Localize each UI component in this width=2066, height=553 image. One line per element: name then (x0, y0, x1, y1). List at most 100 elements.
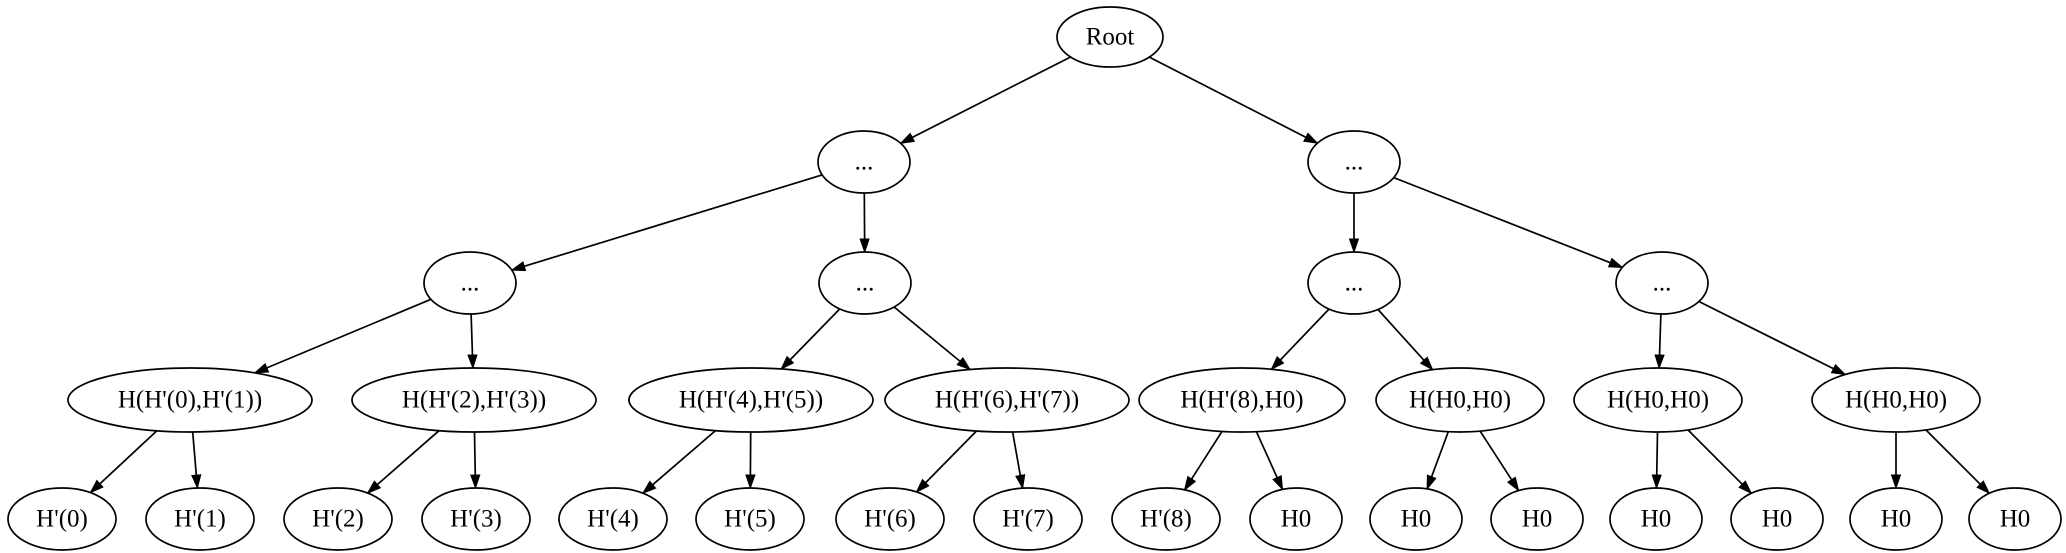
tree-edge-d4-h67 (893, 306, 970, 370)
node-label: H0 (1641, 506, 1672, 533)
node-ellipse (283, 487, 393, 551)
node-label: H'(2) (312, 506, 364, 533)
tree-node-d6: ... (1615, 251, 1709, 315)
tree-node-l1: H'(1) (145, 487, 255, 551)
node-ellipse (421, 487, 531, 551)
tree-edge-root-d1 (901, 56, 1071, 145)
tree-edge-d5-h00a (1377, 308, 1433, 370)
tree-edge-d3-h01 (255, 298, 432, 374)
tree-edge-d3-h23 (471, 313, 473, 368)
tree-edge-h45-l4 (643, 429, 717, 494)
node-label: H(H'(8),H0) (1180, 387, 1303, 414)
tree-edge-d6-h00b (1659, 313, 1661, 368)
node-ellipse (423, 251, 517, 315)
node-ellipse (1609, 487, 1703, 551)
node-ellipse (1730, 487, 1824, 551)
tree-node-l14: H0 (1849, 487, 1943, 551)
node-label: H(H0,H0) (1409, 387, 1511, 414)
tree-node-h23: H(H'(2),H'(3)) (351, 367, 597, 433)
tree-node-l13: H0 (1730, 487, 1824, 551)
tree-node-root: Root (1056, 6, 1164, 68)
node-ellipse (67, 367, 313, 433)
node-ellipse (7, 487, 117, 551)
node-ellipse (973, 487, 1083, 551)
tree-edge-h00b-l13 (1687, 429, 1751, 493)
tree-node-l11: H0 (1490, 487, 1584, 551)
tree-node-l9: H0 (1249, 487, 1343, 551)
node-label: H0 (2000, 506, 2031, 533)
node-ellipse (145, 487, 255, 551)
tree-node-l12: H0 (1609, 487, 1703, 551)
node-ellipse (695, 487, 805, 551)
tree-node-l2: H'(2) (283, 487, 393, 551)
tree-edge-d4-h45 (781, 308, 841, 369)
tree-node-h45: H(H'(4),H'(5)) (628, 367, 874, 433)
node-ellipse (1307, 130, 1401, 194)
tree-node-h67: H(H'(6),H'(7)) (884, 367, 1130, 433)
node-label: H'(1) (174, 506, 226, 533)
tree-node-l10: H0 (1369, 487, 1463, 551)
node-label: ... (1345, 270, 1364, 297)
node-ellipse (1490, 487, 1584, 551)
tree-edge-h80-l8 (1185, 430, 1223, 490)
tree-node-d5: ... (1307, 251, 1401, 315)
node-ellipse (884, 367, 1130, 433)
tree-node-l7: H'(7) (973, 487, 1083, 551)
tree-edge-d5-h80 (1271, 308, 1330, 369)
tree-edge-d2-d6 (1393, 176, 1623, 269)
node-ellipse (1849, 487, 1943, 551)
tree-node-h00b: H(H0,H0) (1573, 367, 1743, 433)
node-label: H(H0,H0) (1845, 387, 1947, 414)
node-label: ... (1345, 149, 1364, 176)
tree-edge-h67-l7 (1011, 431, 1023, 488)
node-label: H(H'(0),H'(1)) (118, 387, 262, 414)
node-label: ... (461, 270, 480, 297)
node-ellipse (1573, 367, 1743, 433)
node-label: H0 (1401, 506, 1432, 533)
tree-edge-h01-l1 (193, 431, 198, 488)
node-ellipse (558, 487, 668, 551)
node-label: H(H0,H0) (1607, 387, 1709, 414)
tree-node-l4: H'(4) (558, 487, 668, 551)
node-label: ... (855, 149, 874, 176)
node-ellipse (1615, 251, 1709, 315)
tree-node-l3: H'(3) (421, 487, 531, 551)
node-ellipse (835, 487, 945, 551)
node-label: H(H'(6),H'(7)) (935, 387, 1079, 414)
node-ellipse (351, 367, 597, 433)
tree-node-d3: ... (423, 251, 517, 315)
node-ellipse (1968, 487, 2062, 551)
node-label: H'(6) (864, 506, 916, 533)
tree-edge-root-d2 (1148, 56, 1317, 144)
node-label: H0 (1881, 506, 1912, 533)
tree-node-l15: H0 (1968, 487, 2062, 551)
node-label: H'(8) (1140, 506, 1192, 533)
tree-node-l5: H'(5) (695, 487, 805, 551)
tree-node-d2: ... (1307, 130, 1401, 194)
node-label: H'(5) (724, 506, 776, 533)
tree-edge-h00a-l11 (1479, 430, 1519, 491)
node-label: H0 (1522, 506, 1553, 533)
node-label: ... (1653, 270, 1672, 297)
node-ellipse (1056, 6, 1164, 68)
tree-node-l0: H'(0) (7, 487, 117, 551)
node-label: H'(4) (587, 506, 639, 533)
tree-edge-d6-h00c (1698, 300, 1845, 376)
node-ellipse (1369, 487, 1463, 551)
tree-node-l8: H'(8) (1111, 487, 1221, 551)
tree-node-h80: H(H'(8),H0) (1138, 367, 1346, 433)
node-ellipse (817, 130, 911, 194)
tree-edge-d1-d3 (512, 174, 823, 270)
tree-node-d4: ... (818, 251, 912, 315)
node-label: Root (1086, 24, 1135, 51)
node-ellipse (1138, 367, 1346, 433)
tree-edge-h67-l6 (917, 430, 978, 492)
node-ellipse (1811, 367, 1981, 433)
tree-edge-h80-l9 (1255, 431, 1284, 490)
node-ellipse (1111, 487, 1221, 551)
tree-node-l6: H'(6) (835, 487, 945, 551)
node-label: ... (856, 270, 875, 297)
node-label: H'(0) (36, 506, 88, 533)
